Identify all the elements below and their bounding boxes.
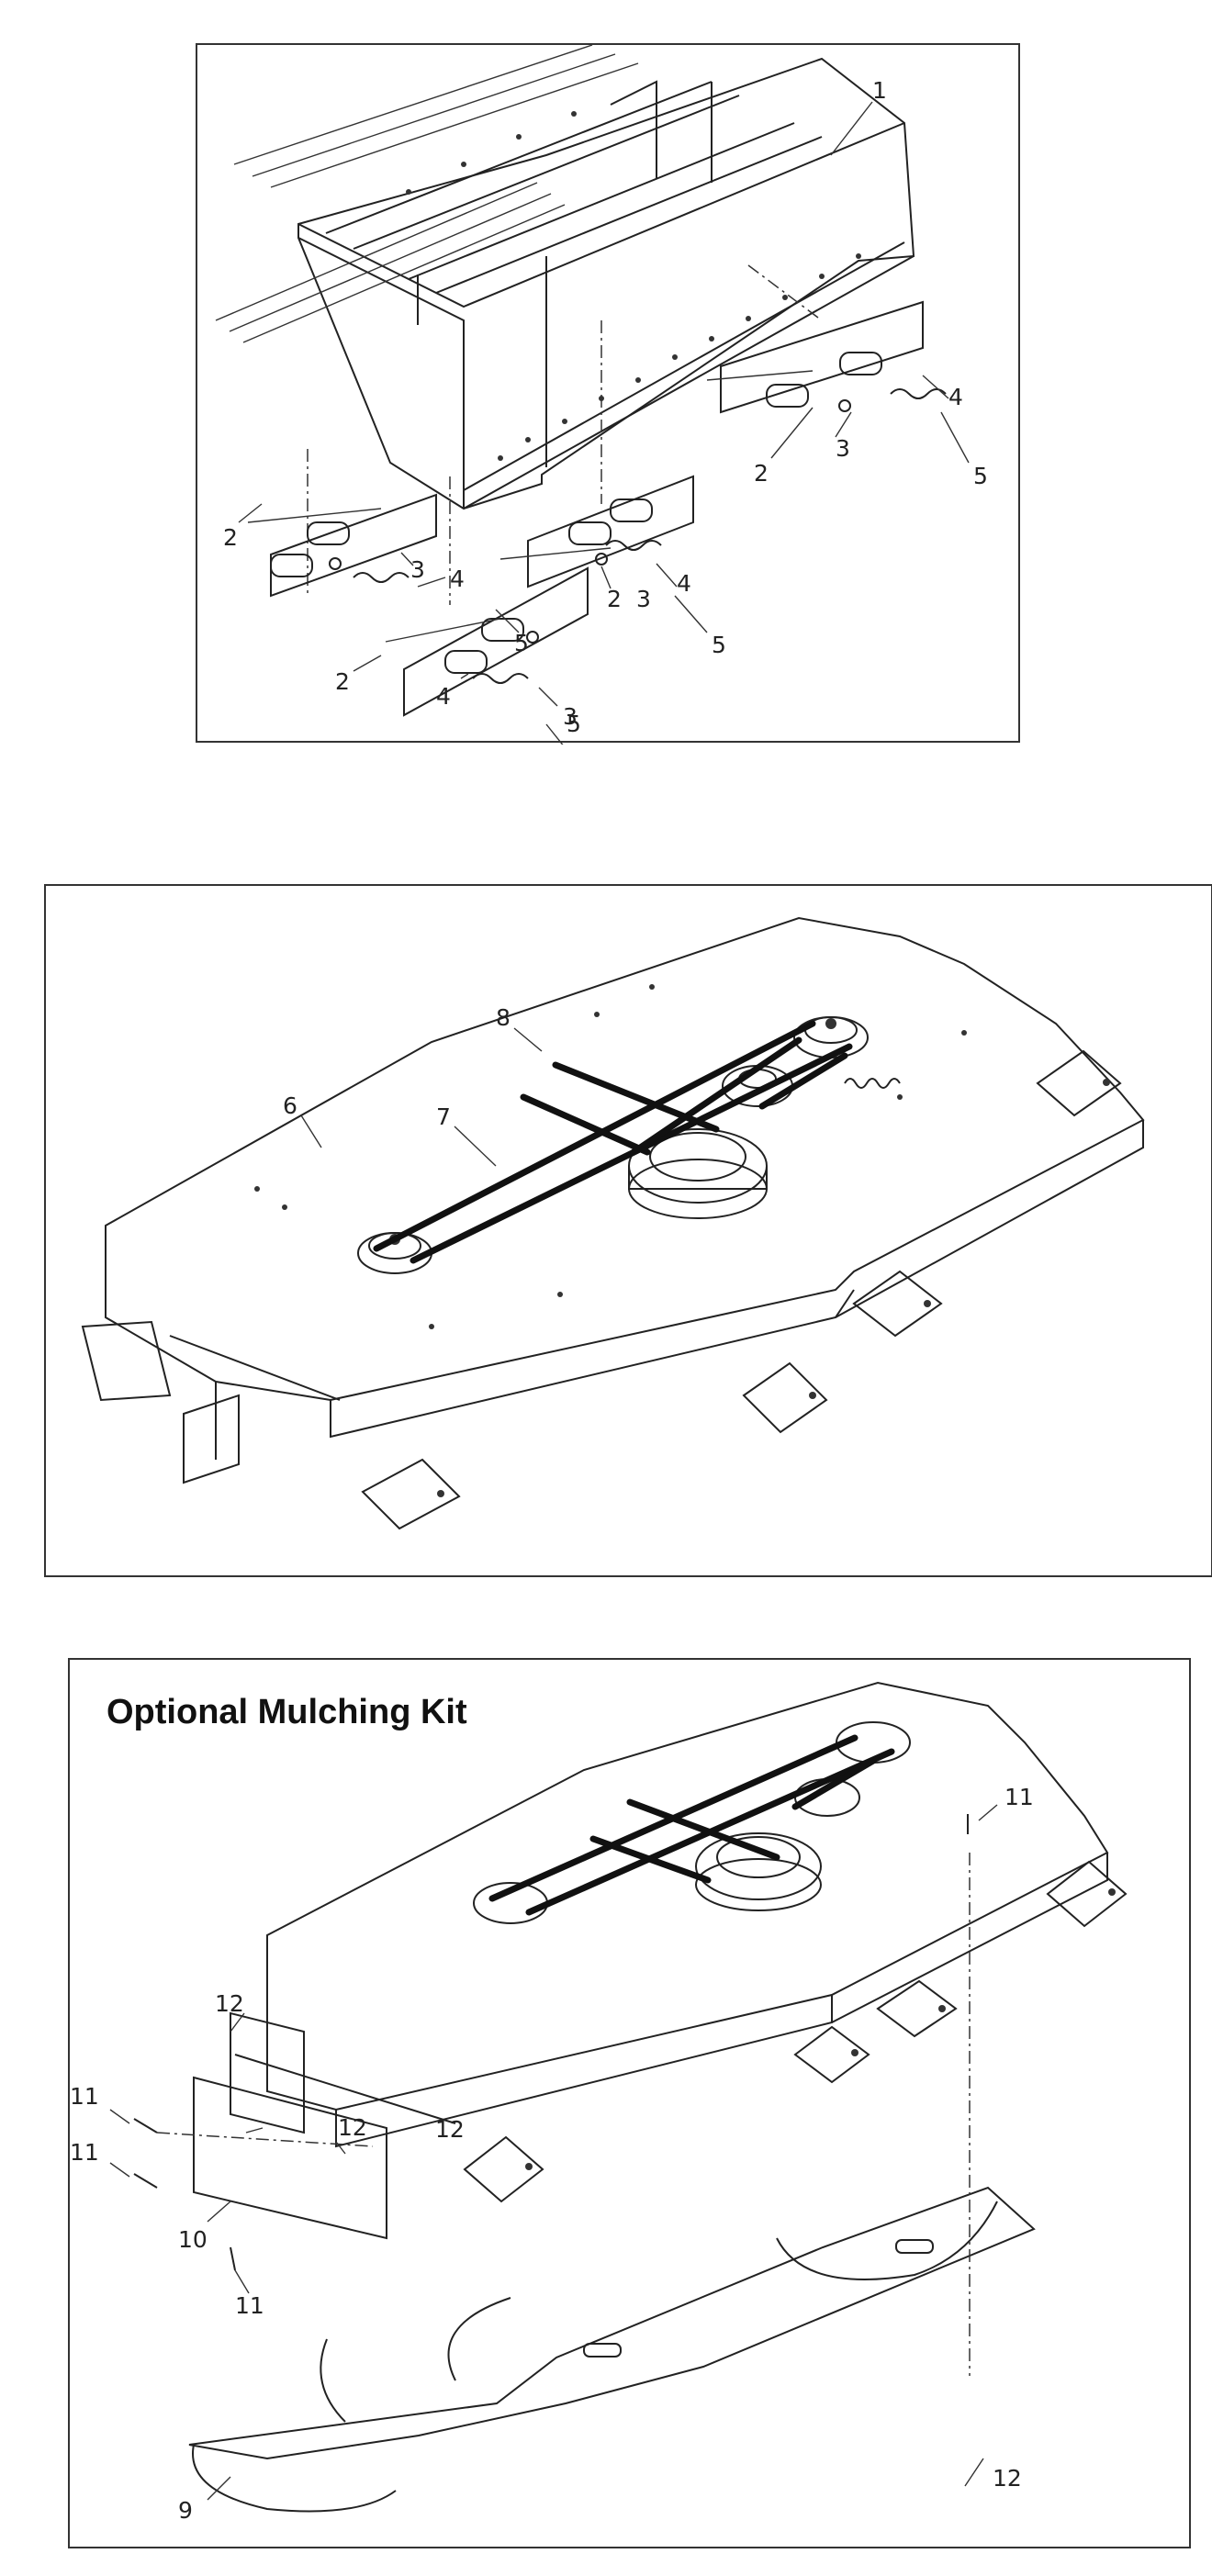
deck-bracket	[463, 2135, 544, 2203]
callout-label: 11	[70, 2083, 99, 2110]
callout-label: 3	[410, 556, 425, 583]
mulching-baffle	[188, 2186, 1036, 2513]
deck-belt	[373, 1020, 853, 1264]
callout-label: 7	[436, 1103, 451, 1130]
callout-label: 12	[338, 2114, 367, 2141]
deck-bracket	[852, 1270, 943, 1338]
bolt	[133, 2173, 158, 2189]
mulching-kit-diagram-panel: Optional Mulching Kit	[68, 1658, 1191, 2548]
block-off-plate	[193, 2011, 387, 2240]
callout-label: 1	[872, 77, 887, 104]
bolt	[133, 2118, 158, 2134]
engine-pulley	[695, 1832, 822, 1911]
drive-belt	[589, 1798, 780, 1884]
engine-pulley	[628, 1128, 768, 1219]
deck-bracket	[876, 1979, 958, 2038]
callout-label: 4	[948, 384, 963, 410]
callout-label: 5	[973, 463, 988, 489]
diagram-title: Optional Mulching Kit	[107, 1693, 467, 1731]
callout-label: 4	[450, 566, 465, 592]
callout-label: 6	[283, 1092, 297, 1119]
callout-label: 3	[836, 435, 850, 462]
callout-label: 9	[178, 2497, 193, 2524]
hanger-bracket	[385, 566, 589, 717]
callout-label: 11	[1004, 1784, 1034, 1810]
deck-bracket	[1036, 1049, 1122, 1117]
callout-label: 2	[607, 586, 622, 612]
callout-label: 2	[754, 460, 769, 487]
mower-deck	[234, 1681, 1109, 2148]
mower-deck	[81, 916, 1145, 1484]
mulching-kit-drawing: 11 11 11 12 12 12 12 10 11 9	[70, 1681, 1128, 2524]
callout-label: 12	[993, 2465, 1022, 2492]
deck-bracket	[361, 1458, 461, 1530]
callout-label: 3	[636, 586, 651, 612]
callout-label: 4	[436, 683, 451, 710]
deck-belt-diagram-panel: 6 7 8	[44, 884, 1212, 1577]
leader-line	[513, 1027, 543, 1052]
callout-label: 5	[712, 632, 726, 658]
hanger-bracket	[499, 475, 694, 588]
callout-label: 10	[178, 2226, 208, 2253]
deck-bracket	[1046, 1860, 1128, 1928]
callout-label: 4	[677, 570, 691, 597]
callout-label: 8	[496, 1004, 511, 1031]
hanger-bracket	[247, 493, 437, 598]
callout-label: 2	[223, 524, 238, 551]
centerline	[156, 2132, 374, 2147]
deck-bracket	[742, 1361, 828, 1434]
callout-label: 12	[215, 1990, 244, 2017]
deck-bracket	[793, 2025, 870, 2084]
leader-line	[300, 1114, 322, 1148]
frame-hanger-drawing: 1 2 3 4 5 2 3 4 5 2 3 4 5 2 3 4 5	[215, 45, 988, 745]
leader-lines	[238, 101, 970, 745]
frame-hanger-diagram-panel: 1 2 3 4 5 2 3 4 5 2 3 4 5 2 3 4 5	[196, 43, 1020, 745]
callout-label: 5	[514, 630, 529, 656]
leader-lines	[109, 1804, 998, 2501]
hanger-bracket	[706, 300, 947, 414]
callout-label: 11	[70, 2139, 99, 2166]
frame-weldment	[215, 45, 915, 510]
centerline	[747, 264, 823, 321]
callout-label: 12	[435, 2116, 465, 2143]
callout-label: 11	[235, 2292, 264, 2319]
leader-line	[454, 1126, 497, 1167]
spindle-pulley	[793, 1016, 869, 1058]
deck-belt-drawing: 6 7 8	[81, 916, 1145, 1530]
callout-label: 2	[335, 668, 350, 695]
callout-label: 3	[563, 703, 578, 730]
idler-spring	[844, 1078, 901, 1089]
drive-belt	[520, 1061, 720, 1156]
bolt	[230, 2246, 236, 2271]
callout-label: 5	[567, 711, 581, 737]
